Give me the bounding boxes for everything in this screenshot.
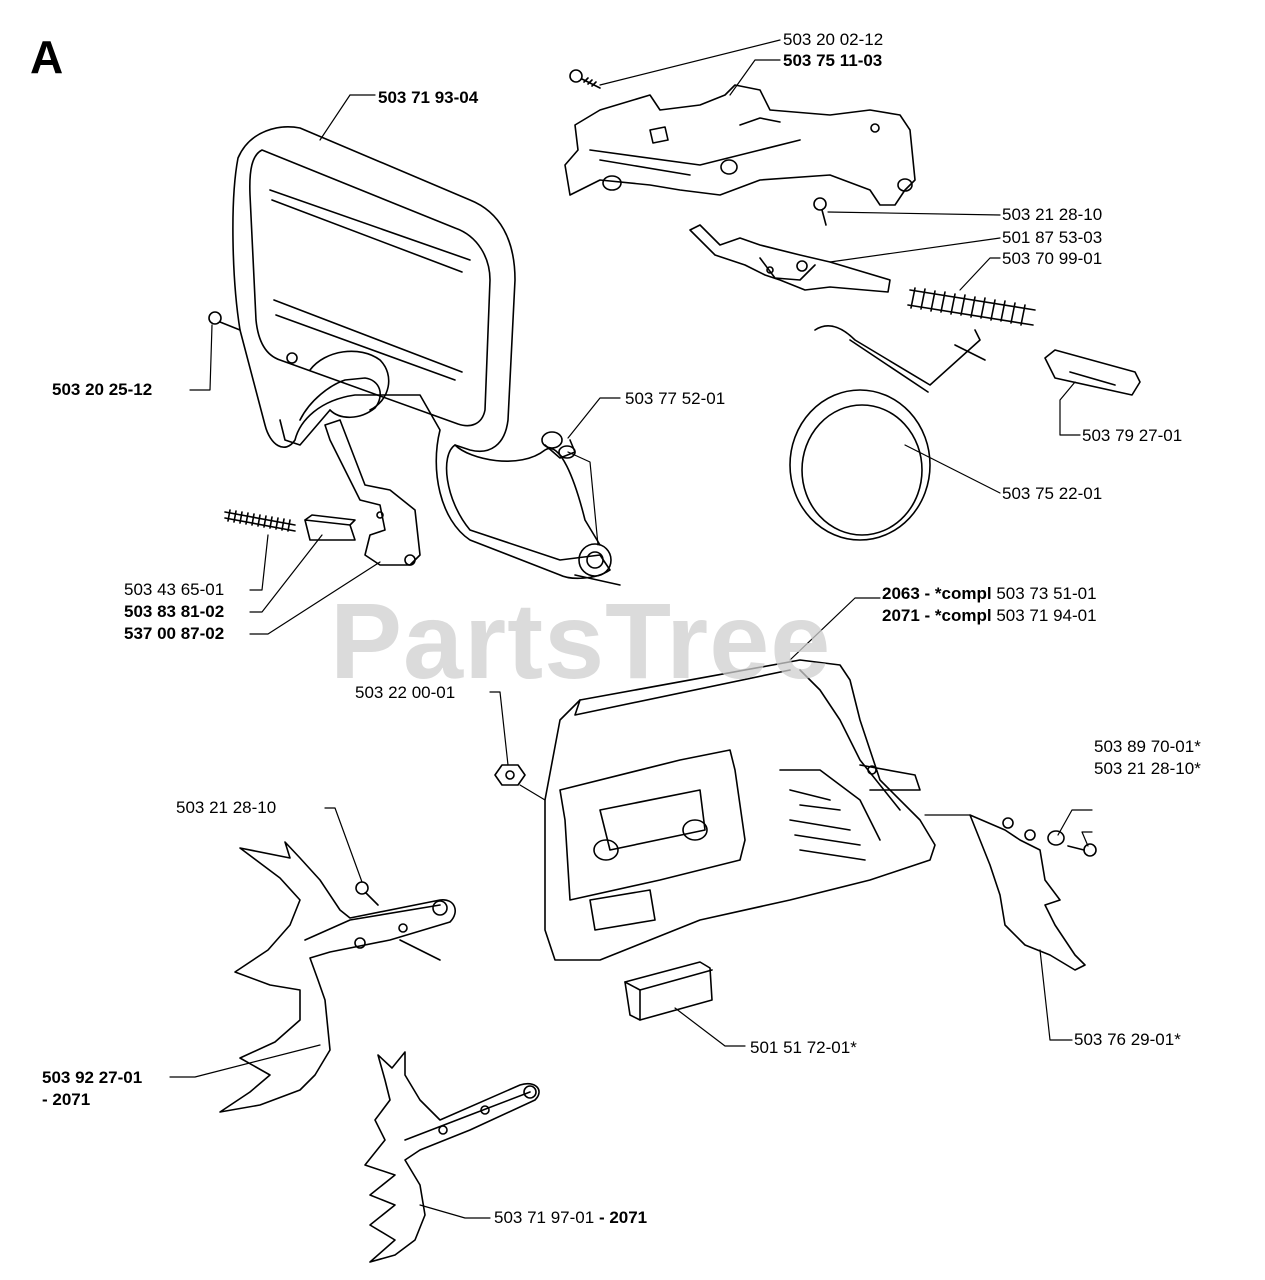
callout-front-hand-guard[interactable]: 503 71 93-04: [378, 88, 479, 107]
callout-bolt-top[interactable]: 503 20 02-12: [783, 30, 884, 49]
callout-screw-star[interactable]: 503 21 28-10*: [1094, 759, 1201, 778]
bushing-part: [542, 432, 575, 458]
callout-trigger-lever[interactable]: 537 00 87-02: [124, 624, 225, 643]
bumper-spike-small-part: 503 71 97-01: [494, 1208, 595, 1227]
chain-catcher-plate-part: [565, 85, 915, 205]
brake-lever-part: [690, 225, 890, 292]
brake-band-part: [790, 326, 985, 540]
trigger-lever-part: [325, 420, 420, 565]
callout-spike-plate-outer[interactable]: 503 76 29-01*: [1074, 1030, 1181, 1049]
callout-screw-small-right[interactable]: 503 21 28-10: [1002, 205, 1103, 224]
callout-spring-cover[interactable]: 503 79 27-01: [1082, 426, 1183, 445]
callout-small-spring[interactable]: 503 43 65-01: [124, 580, 225, 599]
callout-brake-band[interactable]: 503 75 22-01: [1002, 484, 1103, 503]
callout-brake-spring[interactable]: 503 70 99-01: [1002, 249, 1103, 268]
section-letter: A: [30, 31, 64, 83]
callout-cover-2063[interactable]: 2063 - *compl 503 73 51-01: [882, 584, 1097, 604]
callout-bumper-spike-large-model: - 2071: [42, 1090, 91, 1109]
front-hand-guard-part: [233, 127, 620, 585]
spike-plate-outer-part: [970, 815, 1085, 970]
bumper-spike-large-part: [220, 842, 455, 1112]
callout-bushing[interactable]: 503 77 52-01: [625, 389, 726, 408]
bumper-spike-small-model: - 2071: [598, 1208, 648, 1227]
filter-pad-part: [625, 962, 712, 1020]
left-screw-part: [209, 312, 240, 330]
top-bolt-part: [570, 70, 600, 88]
callout-filter-pad[interactable]: 501 51 72-01*: [750, 1038, 857, 1057]
callout-chain-catcher-plate[interactable]: 503 75 11-03: [783, 51, 883, 70]
callout-brake-lever[interactable]: 501 87 53-03: [1002, 228, 1103, 247]
spring-cover-part: [1045, 350, 1140, 395]
callout-nut[interactable]: 503 22 00-01: [355, 683, 456, 702]
brake-spring-part: [908, 288, 1035, 325]
cover-2063-prefix: 2063 - *compl: [882, 584, 992, 603]
callout-cover-2071[interactable]: 2071 - *compl 503 71 94-01: [882, 606, 1097, 626]
bumper-spike-small-part: [365, 1052, 539, 1262]
callout-bumper-spike-large[interactable]: 503 92 27-01: [42, 1068, 143, 1087]
cover-2071-prefix: 2071 - *compl: [882, 606, 992, 625]
nut-part: [495, 765, 525, 785]
callout-bumper-spike-small[interactable]: 503 71 97-01 - 2071: [494, 1208, 647, 1228]
cover-2063-part: 503 73 51-01: [996, 584, 1097, 603]
callout-bumper-screw[interactable]: 503 21 28-10: [176, 798, 277, 817]
sleeve-part: [305, 515, 355, 540]
callout-spacer-star[interactable]: 503 89 70-01*: [1094, 737, 1201, 756]
callout-screw-left[interactable]: 503 20 25-12: [52, 380, 153, 399]
clutch-cover-part: [545, 660, 935, 960]
small-spring-part: [225, 510, 295, 531]
leader-lines: [170, 40, 1092, 1218]
watermark-text: PartsTree: [330, 580, 832, 701]
callout-sleeve[interactable]: 503 83 81-02: [124, 602, 225, 621]
small-screw-right-part: [814, 198, 826, 225]
bumper-screw-part: [356, 882, 378, 905]
cover-2071-part: 503 71 94-01: [996, 606, 1097, 625]
spacer-and-screw-star-part: [1048, 831, 1096, 856]
